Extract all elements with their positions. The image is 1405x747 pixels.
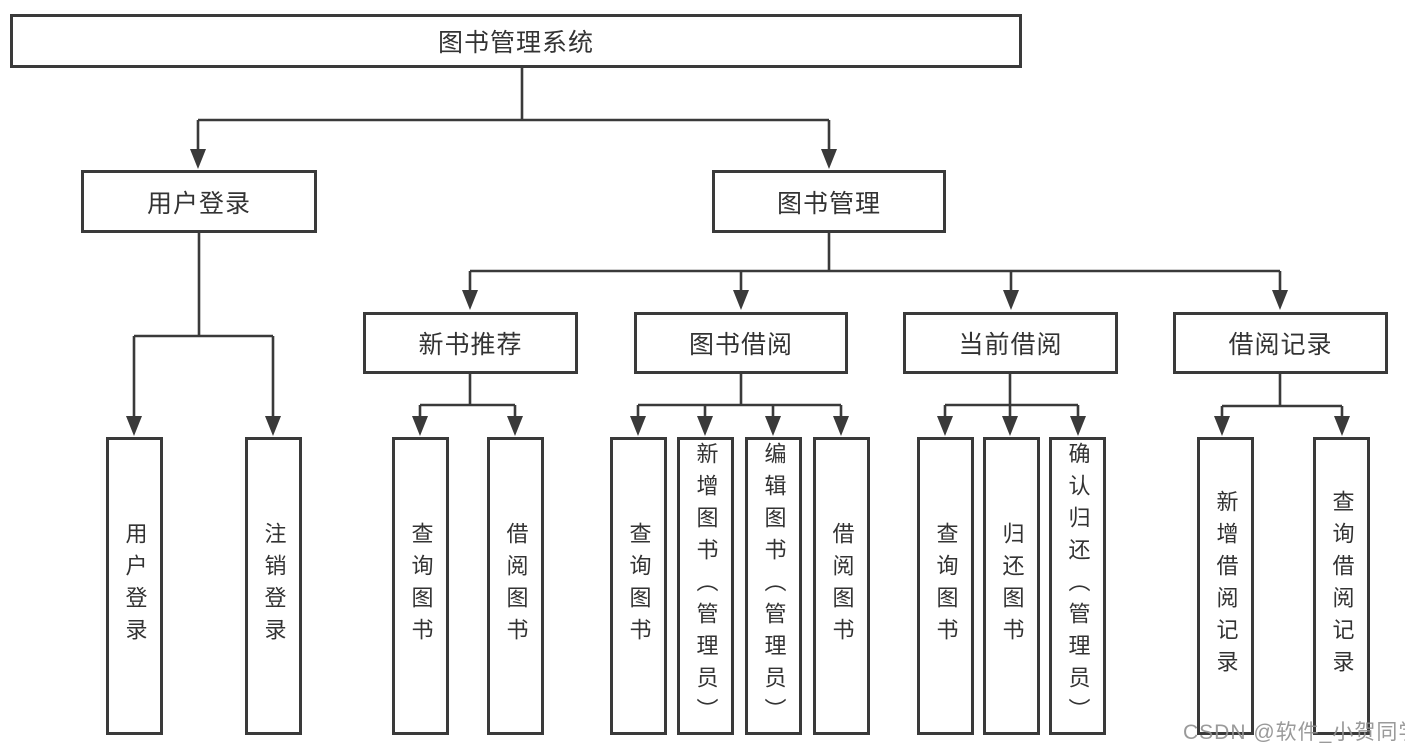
node-label: 归还图书 [999, 522, 1025, 650]
node-book-borrowing: 图书借阅 [634, 312, 848, 374]
node-user-login: 用户登录 [81, 170, 317, 233]
node-label: 注销登录 [261, 522, 287, 650]
watermark: CSDN @软件_小贺同学 [1183, 721, 1405, 744]
node-label: 图书借阅 [688, 331, 793, 359]
node-label: 新增图书（管理员） [693, 442, 719, 730]
node-borrowing-records: 借阅记录 [1173, 312, 1388, 374]
node-current-borrowing: 当前借阅 [903, 312, 1118, 374]
node-library-management-system: 图书管理系统 [10, 14, 1022, 68]
leaf-return-books: 归还图书 [983, 437, 1040, 735]
leaf-confirm-return-admin: 确认归还（管理员） [1049, 437, 1106, 735]
leaf-query-borrow-record: 查询借阅记录 [1313, 437, 1370, 735]
node-label: 新增借阅记录 [1213, 490, 1239, 682]
node-label: 图书管理系统 [437, 29, 594, 57]
node-label: 编辑图书（管理员） [761, 442, 787, 730]
node-label: 确认归还（管理员） [1065, 442, 1091, 730]
leaf-add-borrow-record: 新增借阅记录 [1197, 437, 1254, 735]
leaf-edit-book-admin: 编辑图书（管理员） [745, 437, 802, 735]
leaf-add-book-admin: 新增图书（管理员） [677, 437, 734, 735]
node-label: 新书推荐 [418, 331, 523, 359]
node-label: 图书管理 [776, 189, 881, 218]
node-new-book-recommendation: 新书推荐 [363, 312, 578, 374]
node-label: 查询图书 [408, 522, 434, 650]
arrowheads [126, 149, 1350, 436]
node-label: 借阅图书 [829, 522, 855, 650]
node-book-management: 图书管理 [712, 170, 946, 233]
node-label: 查询图书 [626, 522, 652, 650]
node-label: 借阅图书 [503, 522, 529, 650]
node-label: 当前借阅 [958, 331, 1063, 359]
leaf-query-books-current: 查询图书 [917, 437, 974, 735]
node-label: 查询借阅记录 [1329, 490, 1355, 682]
leaf-logout: 注销登录 [245, 437, 302, 735]
node-label: 用户登录 [122, 522, 148, 650]
node-label: 查询图书 [933, 522, 959, 650]
node-label: 用户登录 [146, 189, 251, 218]
leaf-query-books-borrow: 查询图书 [610, 437, 667, 735]
leaf-borrow-books-recommend: 借阅图书 [487, 437, 544, 735]
leaf-user-login: 用户登录 [106, 437, 163, 735]
leaf-borrow-books: 借阅图书 [813, 437, 870, 735]
node-label: 借阅记录 [1228, 331, 1333, 359]
leaf-query-books-recommend: 查询图书 [392, 437, 449, 735]
